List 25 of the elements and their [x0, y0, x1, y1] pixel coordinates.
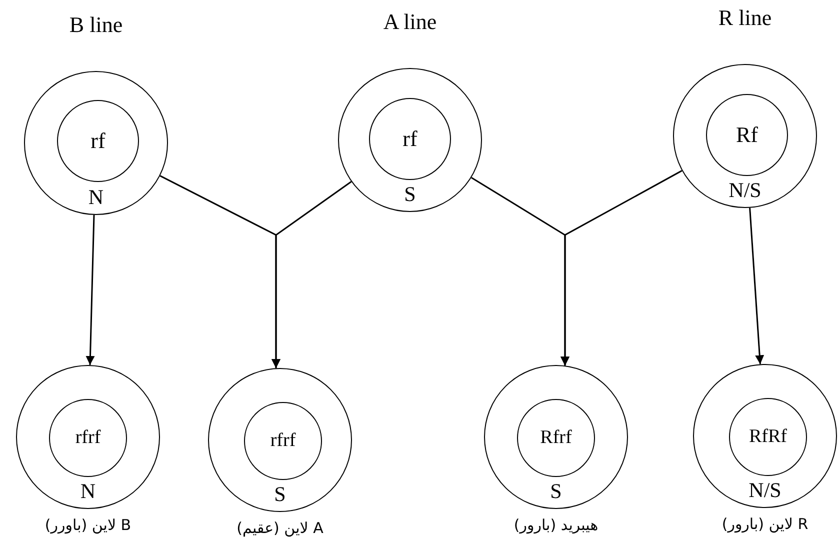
gene-circle: Rf	[706, 94, 788, 176]
cytoplasm-label: N	[88, 187, 104, 208]
line-name: هیبرید (بارور)	[514, 518, 598, 533]
line-name: A لاین (عقیم)	[236, 521, 324, 536]
line-heading: B line	[69, 14, 123, 36]
arrow	[272, 180, 352, 368]
line-name: B لاین (باورر)	[44, 518, 132, 533]
gene-circle: Rfrf	[517, 399, 595, 477]
line-heading: A line	[383, 11, 437, 33]
gene-circle: RfRf	[729, 398, 807, 476]
gene-circle: rfrf	[244, 402, 322, 480]
gene-circle: rfrf	[49, 399, 127, 477]
arrow	[86, 214, 95, 366]
cytoplasm-label: N	[80, 481, 96, 502]
arrow	[560, 170, 682, 366]
cytoplasm-label: N/S	[728, 180, 762, 201]
gene-circle: rf	[369, 98, 451, 180]
cytoplasm-label: S	[550, 481, 562, 502]
cytoplasm-label: N/S	[748, 480, 782, 501]
arrow	[749, 208, 764, 364]
gene-circle: rf	[57, 100, 139, 182]
line-heading: R line	[718, 7, 772, 29]
cytoplasm-label: S	[404, 184, 416, 205]
line-name: R لاین (بارور)	[722, 517, 808, 532]
cytoplasm-label: S	[274, 484, 286, 505]
